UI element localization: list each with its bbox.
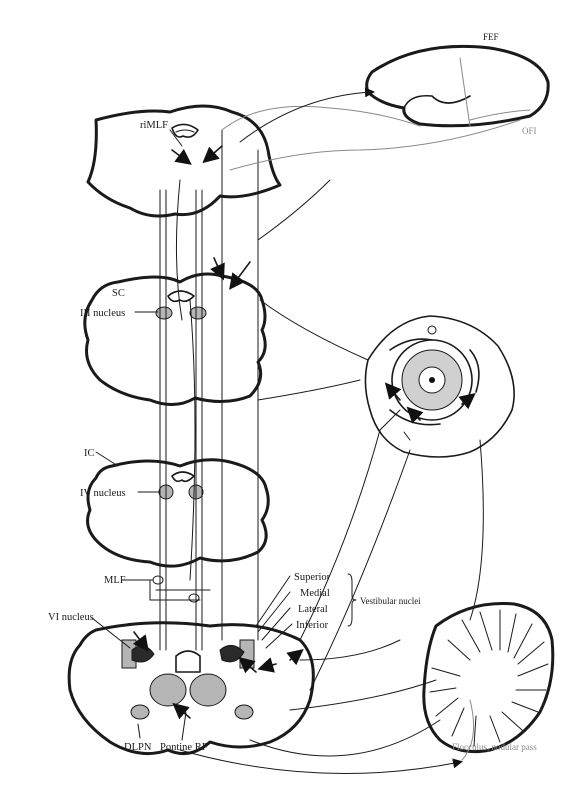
- label-vi-nucleus: VI nucleus: [48, 612, 94, 623]
- label-superior: Superior: [294, 572, 331, 583]
- label-rimlf: riMLF: [140, 120, 168, 131]
- label-sc: SC: [112, 288, 125, 299]
- label-dlpn: DLPN: [124, 742, 152, 753]
- label-medial: Medial: [300, 588, 330, 599]
- label-iii-nucleus: III nucleus: [80, 308, 125, 319]
- label-inferior: Inferior: [296, 620, 329, 631]
- label-lateral: Lateral: [298, 604, 328, 615]
- label-flocculus: Flocculus, nodular pass: [452, 742, 537, 752]
- label-iv-nucleus: IV nucleus: [80, 488, 126, 499]
- pons-section: [69, 623, 313, 754]
- label-pontine-rf: Pontine RF: [160, 742, 208, 753]
- pathway-arrows: [134, 146, 472, 718]
- label-fef: FEF: [483, 32, 499, 42]
- label-ic: IC: [84, 448, 95, 459]
- cerebellum: [424, 603, 553, 760]
- frontal-cortex: [367, 46, 549, 126]
- projection-pathways: [180, 92, 520, 774]
- midbrain-section-rimlf: [88, 106, 280, 216]
- midbrain-section-ic: [88, 460, 269, 566]
- label-ofi: OFI: [522, 126, 537, 136]
- label-vestibular-nuclei: Vestibular nuclei: [360, 596, 421, 606]
- label-mlf: MLF: [104, 575, 126, 586]
